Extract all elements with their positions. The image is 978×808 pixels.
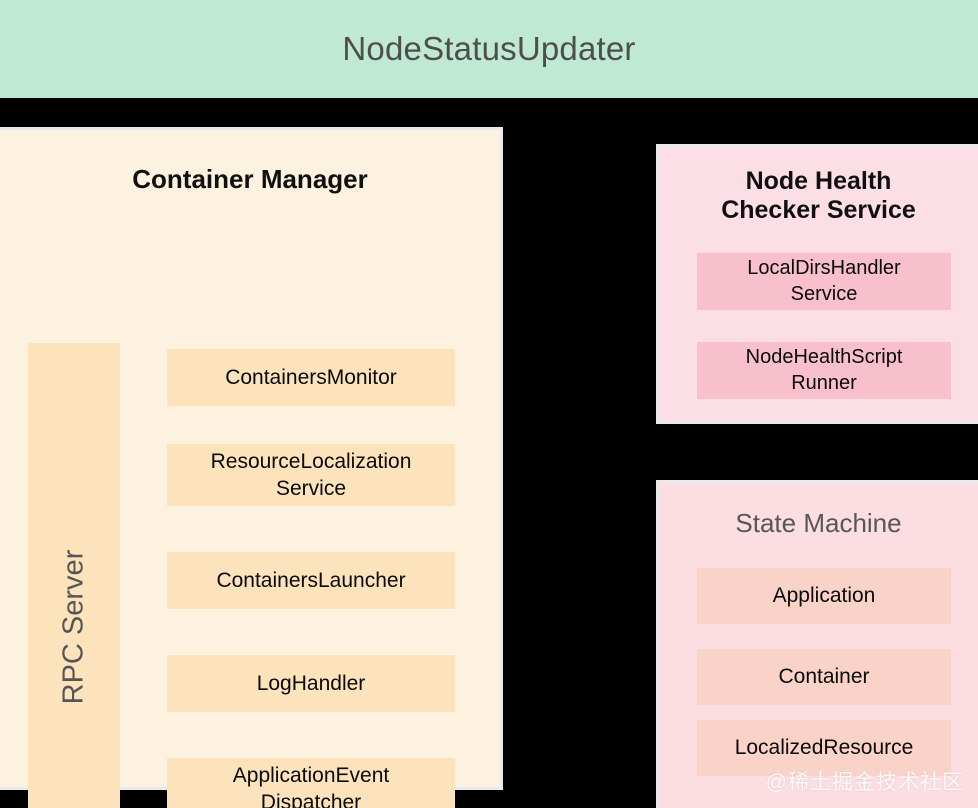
node-status-updater-banner: NodeStatusUpdater [0, 0, 978, 98]
nh-item-local-dirs-handler-service[interactable]: LocalDirsHandler Service [697, 253, 951, 310]
cm-item-label: ContainersLauncher [216, 568, 406, 592]
cm-item-label: LogHandler [256, 671, 366, 695]
panel-state-machine: State Machine Application Container Loca… [656, 480, 978, 808]
cm-item-label: ResourceLocalization Service [210, 449, 412, 500]
nh-item-node-health-script-runner[interactable]: NodeHealthScript Runner [697, 342, 951, 399]
banner-title: NodeStatusUpdater [342, 30, 636, 67]
sm-item-application[interactable]: Application [697, 568, 951, 624]
cm-item-containers-launcher[interactable]: ContainersLauncher [167, 552, 455, 609]
sm-item-localized-resource[interactable]: LocalizedResource [697, 720, 951, 776]
sm-item-container[interactable]: Container [697, 649, 951, 705]
cm-item-containers-monitor[interactable]: ContainersMonitor [167, 349, 455, 406]
rpc-server-label: RPC Server [57, 549, 90, 704]
container-manager-title: Container Manager [132, 164, 368, 194]
cm-item-label: ContainersMonitor [225, 365, 397, 389]
cm-item-log-handler[interactable]: LogHandler [167, 655, 455, 712]
cm-item-application-event-dispatcher[interactable]: ApplicationEvent Dispatcher [167, 758, 455, 808]
node-health-checker-service-title: Node Health Checker Service [721, 167, 916, 224]
rpc-server-box[interactable]: RPC Server [28, 343, 120, 808]
sm-item-label: LocalizedResource [734, 736, 914, 759]
cm-item-label: ApplicationEvent Dispatcher [232, 763, 390, 808]
sm-item-label: Application [772, 584, 876, 607]
nh-item-label: NodeHealthScript Runner [745, 345, 903, 394]
sm-item-label: Container [778, 665, 870, 688]
state-machine-title: State Machine [735, 508, 902, 538]
panel-container-manager: Container Manager RPC Server ContainersM… [0, 127, 503, 808]
panel-node-health-checker-service: Node Health Checker Service LocalDirsHan… [656, 144, 978, 424]
cm-item-resource-localization-service[interactable]: ResourceLocalization Service [167, 444, 455, 506]
nh-item-label: LocalDirsHandler Service [747, 256, 901, 305]
